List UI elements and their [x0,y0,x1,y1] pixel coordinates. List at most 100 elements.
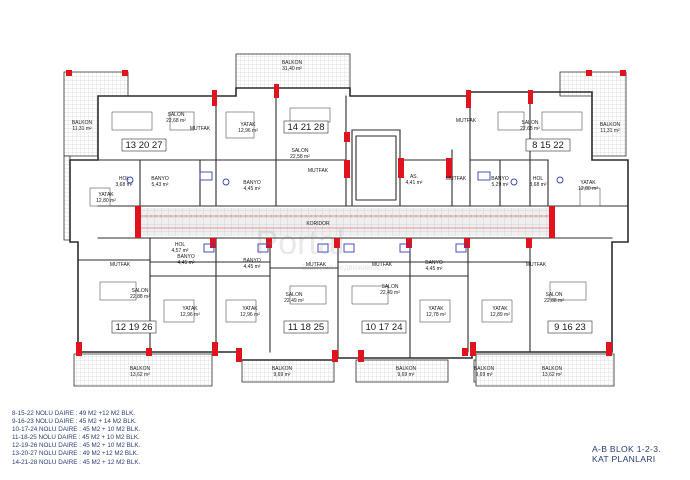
room-name-label: BALKON [130,366,151,372]
kitchen-label: MUTFAK [372,262,393,268]
unit-number-box [121,138,167,152]
balconies [63,53,627,387]
plan-title: A-B BLOK 1-2-3. KAT PLANLARI [592,444,687,464]
room-area-label: 9,69 m² [398,372,415,378]
room-name-label: YATAK [182,306,198,312]
room-area-label: 22,68 m² [520,126,540,132]
balcony-bottom-left [73,353,213,387]
unit-number-label: 10 17 24 [366,322,403,333]
unit-number-box [111,320,157,334]
legend-line: 8-15-22 NOLU DAIRE : 49 M2 +12 M2 BLK. [12,410,136,417]
room-area-label: 4,45 m² [244,264,261,270]
room-name-label: BANYO [243,258,261,264]
kitchen-label: MUTFAK [526,262,547,268]
room-area-label: 22,58 m² [290,154,310,160]
furniture [89,107,601,323]
room-name-label: BANYO [243,180,261,186]
corridor-label: KORIDOR [306,221,330,227]
unit-number-box [283,120,329,134]
room-area-label: 13,62 m² [542,372,562,378]
room-name-label: BANYO [151,176,169,182]
room-name-label: HOL [119,176,130,182]
balcony-top-left [63,71,129,157]
room-area-label: 9,69 m² [476,372,493,378]
balcony-left-end [63,155,71,241]
svg-text:Элитная недвижимость: Элитная недвижимость [301,263,388,272]
legend-line: 9-16-23 NOLU DAIRE : 45 M2 + 14 M2 BLK. [12,418,137,426]
room-area-label: 12,96 m² [180,312,200,318]
room-name-label: HOL [175,242,186,248]
kitchen-label: MUTFAK [456,118,477,124]
room-name-label: YATAK [242,306,258,312]
kitchen-label: MUTFAK [110,262,131,268]
room-area-label: 22,88 m² [130,294,150,300]
room-area-label: 22,49 m² [284,298,304,304]
room-name-label: BALKON [282,60,303,66]
unit-number-box [283,320,329,334]
unit-number-label: 12 19 26 [116,322,153,333]
room-name-label: YATAK [580,180,596,186]
room-area-label: 4,45 m² [244,186,261,192]
room-area-label: 4,57 m² [172,248,189,254]
room-area-label: 9,69 m² [274,372,291,378]
room-name-label: BANYO [177,254,195,260]
room-name-label: YATAK [492,306,508,312]
room-area-label: 12,96 m² [240,312,260,318]
room-area-label: 5,29 m² [492,182,509,188]
legend-line: 14-21-28 NOLU DAIRE : 45 M2 + 12 M2 BLK. [12,458,141,466]
room-area-label: 12,89 m² [490,312,510,318]
svg-text:Portal: Portal [256,224,345,262]
unit-number-label: 9 16 23 [554,322,586,333]
balcony-bottom-right [475,353,615,387]
room-name-label: SALON [546,292,563,298]
room-area-label: 31,40 m² [282,66,302,72]
room-area-label: 5,43 m² [152,182,169,188]
room-area-label: 22,68 m² [166,118,186,124]
bathroom-fixtures [126,171,564,253]
room-area-label: 12,80 m² [578,186,598,192]
watermark: Portal Элитная недвижимость [256,224,389,272]
room-name-label: BALKON [396,366,417,372]
kitchen-label: MUTFAK [190,126,211,132]
room-name-label: HOL [533,176,544,182]
room-name-label: BALKON [72,120,93,126]
room-name-label: BALKON [272,366,293,372]
room-name-label: SALON [522,120,539,126]
room-name-label: SALON [286,292,303,298]
room-area-label: 12,96 m² [238,128,258,134]
room-area-label: 3,68 m² [530,182,547,188]
room-name-label: YATAK [240,122,256,128]
room-name-label: SALON [292,148,309,154]
room-name-label: SALON [382,284,399,290]
room-name-label: BALKON [474,366,495,372]
unit-number-label: 8 15 22 [532,140,564,151]
unit-number-label: 11 18 25 [288,322,324,333]
plan-title-line-1: A-B BLOK 1-2-3. [592,444,661,454]
room-name-label: SALON [132,288,149,294]
kitchen-label: MUTFAK [308,168,329,174]
balcony-bottom-3 [355,359,449,383]
room-area-label: 12,78 m² [426,312,446,318]
balcony-top-center [235,53,351,89]
room-name-label: AS. [410,174,418,180]
structural-columns [66,70,626,362]
unit-number-label: 14 21 28 [288,122,325,133]
room-name-label: BALKON [600,122,621,128]
room-area-label: 4,41 m² [406,180,423,186]
legend-line: 12-19-26 NOLU DAIRE : 45 M2 + 10 M2 BLK. [12,442,141,450]
kitchen-label: MUTFAK [306,262,327,268]
legend-line: 11-18-25 NOLU DAIRE : 45 M2 + 10 M2 BLK. [12,434,140,442]
unit-number-box [547,320,593,334]
unit-number-box [361,320,407,334]
unit-number-label: 13 20 27 [126,140,163,151]
room-name-label: YATAK [428,306,444,312]
room-area-label: 12,80 m² [96,198,116,204]
room-name-label: SALON [168,112,185,118]
room-area-label: 22,49 m² [380,290,400,296]
unit-number-box [525,138,571,152]
room-area-label: 4,45 m² [178,260,195,266]
room-area-label: 11,31 m² [72,126,92,132]
apartment-size-legend: 8-15-22 NOLU DAIRE : 49 M2 +12 M2 BLK. 9… [12,410,140,467]
